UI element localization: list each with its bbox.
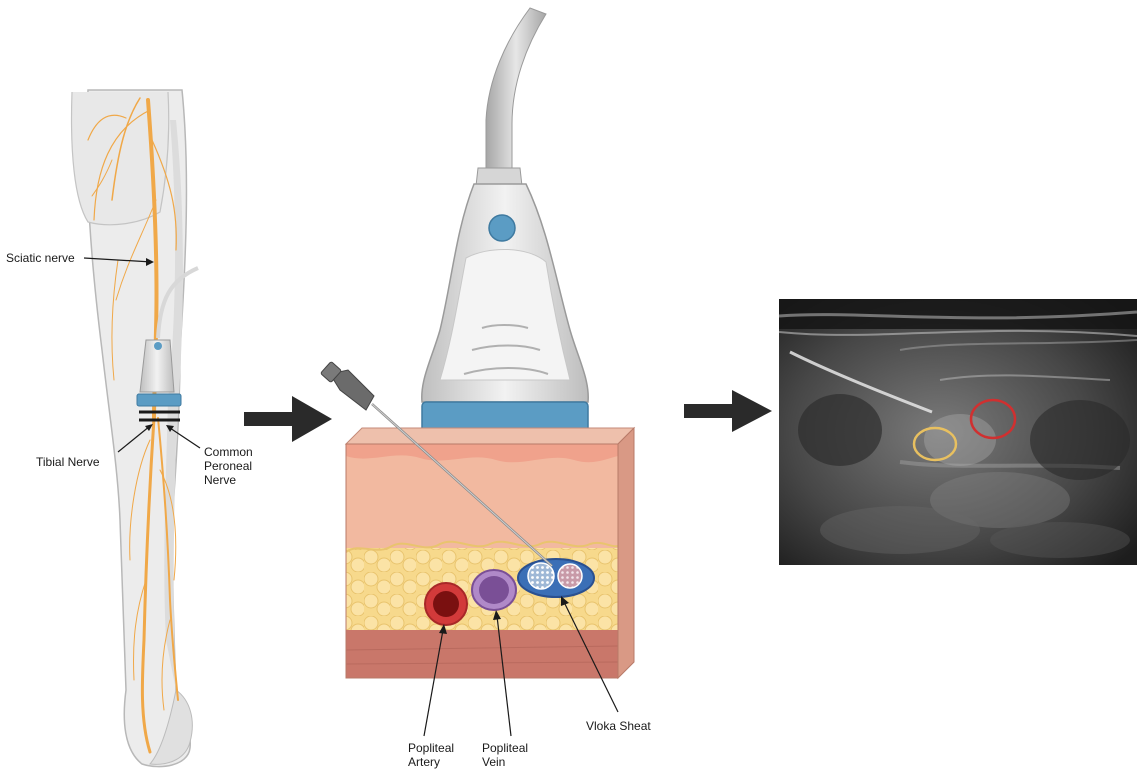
popliteal-vein-label-1: Popliteal [482, 741, 528, 755]
tissue-top-face [346, 428, 634, 444]
flow-arrow-2 [684, 390, 772, 432]
tissue-side-face [618, 428, 634, 678]
ultrasound-image [779, 299, 1137, 565]
probe-button [489, 215, 515, 241]
vein-lumen [479, 576, 509, 604]
common-peroneal-label-2: Peroneal [204, 459, 252, 473]
popliteal-artery-label-1: Popliteal [408, 741, 454, 755]
ultrasound-probe [422, 8, 588, 442]
common-peroneal-label-3: Nerve [204, 473, 236, 487]
peroneal-fascicle [558, 564, 582, 588]
sciatic-nerve-label: Sciatic nerve [6, 251, 75, 265]
probe-cable [486, 8, 546, 178]
tibial-nerve-label: Tibial Nerve [36, 455, 100, 469]
leg-illustration [72, 90, 198, 767]
flow-arrow-1 [244, 396, 332, 442]
popliteal-vein-label-2: Vein [482, 755, 505, 769]
artery-lumen [433, 591, 459, 617]
tibial-fascicle [528, 563, 554, 589]
muscle-layer [346, 630, 618, 678]
vloka-sheat-label: Vloka Sheat [586, 719, 651, 733]
common-peroneal-label-1: Common [204, 445, 253, 459]
popliteal-artery-label-2: Artery [408, 755, 440, 769]
